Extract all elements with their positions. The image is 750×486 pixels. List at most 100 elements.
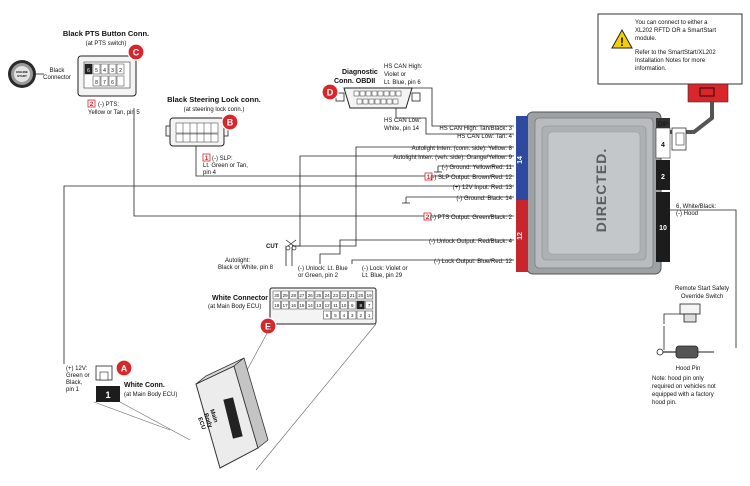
badge-d-label: D xyxy=(327,88,334,98)
white-conn-pin-label-21: 21 xyxy=(350,293,356,298)
white-conn-pin-2 xyxy=(356,310,365,320)
white-conn-pin-label-28: 28 xyxy=(291,293,297,298)
button-label-2: Connector xyxy=(43,75,71,81)
ecu-wire-1: (+) 12V: xyxy=(66,366,88,372)
white-conn-pin-label-20: 20 xyxy=(358,293,364,298)
white-conn-pin-label-30: 30 xyxy=(274,293,280,298)
obd-connector: Diagnostic Conn. OBDII D HS CAN High: Vi… xyxy=(321,64,423,132)
wire-ground-black: (-) Ground: Black: 14 xyxy=(456,196,512,202)
wire-hood-2: (-) Hood xyxy=(676,211,698,217)
white-conn-pin-23 xyxy=(331,290,340,300)
hood-note-3: equipped with a factory xyxy=(652,392,714,398)
white-conn-pin-21 xyxy=(348,290,357,300)
can-low-1: HS CAN Low: xyxy=(384,118,421,124)
badge-e xyxy=(259,317,277,335)
white-conn-pin-label-23: 23 xyxy=(333,293,339,298)
red-plug xyxy=(668,83,729,134)
port-10-label: 10 xyxy=(659,225,667,232)
autolight-1: Autolight: xyxy=(225,258,250,264)
ecu-conn-title: White Conn. xyxy=(124,382,165,389)
port-12-label: 12 xyxy=(517,232,524,240)
note-line-4: Refer to the SmartStart/XL202 xyxy=(635,50,716,56)
pts-wire-1: (-) PTS: xyxy=(98,102,119,108)
white-conn-pin-label-14: 14 xyxy=(308,303,314,308)
steering-title: Black Steering Lock conn. xyxy=(167,95,261,104)
ecu-label-1: Main xyxy=(208,409,218,424)
module-wire-labels: HS CAN High: Tan/Black: 3 HS CAN Low: Ta… xyxy=(393,126,716,265)
white-conn-pin-12 xyxy=(323,300,332,310)
can-high-2: Violet or xyxy=(384,72,406,78)
white-conn-pin-26 xyxy=(306,290,315,300)
ecu-wire-3: Black, xyxy=(66,380,83,386)
badge-c xyxy=(127,43,145,61)
white-conn-pin-label-5: 5 xyxy=(334,313,337,318)
pts-pin-3: 3 xyxy=(111,68,114,74)
slp-wire-1: (-) SLP: xyxy=(212,156,233,162)
pts-wire-num: 2 xyxy=(90,101,94,108)
white-conn-subtitle: (at Main Body ECU) xyxy=(208,304,261,310)
white-conn-pin-label-6: 6 xyxy=(326,313,329,318)
white-conn-pin-label-13: 13 xyxy=(316,303,322,308)
ecu-section: (+) 12V: Green or Black, pin 1 1 A White… xyxy=(66,357,269,469)
scissors-icon xyxy=(285,239,297,251)
white-conn-pin-6 xyxy=(323,310,332,320)
note-line-3: module. xyxy=(635,36,657,42)
white-conn-pin-3 xyxy=(348,310,357,320)
pts-conn-title: Black PTS Button Conn. xyxy=(63,29,149,38)
white-conn-pin-25 xyxy=(314,290,323,300)
white-conn-pin-label-7: 7 xyxy=(368,303,371,308)
wire-autolight-veh: Autolight Interr. (veh. side): Orange/Ye… xyxy=(393,155,513,161)
white-conn-pin-24 xyxy=(323,290,332,300)
obd-title-1: Diagnostic xyxy=(342,69,378,76)
warning-icon: ! xyxy=(611,28,633,49)
white-conn-pin-9 xyxy=(348,300,357,310)
slp-wire-3: pin 4 xyxy=(203,170,217,176)
white-conn-pin-label-15: 15 xyxy=(299,303,305,308)
white-connector: Autolight: Black or White, pin 8 (-) Unl… xyxy=(208,258,408,471)
pts-wire-2: Yellow or Tan, pin 5 xyxy=(88,110,140,116)
svg-text:ENGINE: ENGINE xyxy=(16,70,28,74)
wire-hood-1: 6, White/Black: xyxy=(676,204,716,210)
white-conn-pin-label-19: 19 xyxy=(367,293,373,298)
badge-d xyxy=(321,83,339,101)
autolight-2: Black or White, pin 8 xyxy=(218,265,274,271)
white-conn-pin-label-1: 1 xyxy=(368,313,371,318)
white-conn-pin-label-10: 10 xyxy=(341,303,347,308)
white-conn-pin-label-8: 8 xyxy=(359,303,362,308)
wire-slp-output: (-) SLP Output: Brown/Red: 12 xyxy=(430,175,512,181)
white-conn-pin-7 xyxy=(365,300,374,310)
steering-lock-connector: Black Steering Lock conn. (at steering l… xyxy=(165,95,261,176)
directed-module: DIRECTED. 14 12 DIP 4 2 10 xyxy=(516,111,687,275)
port-4-label: 4 xyxy=(661,142,665,149)
obd-title-2: Conn. OBDII xyxy=(334,78,375,85)
white-conn-pin-label-18: 18 xyxy=(274,303,280,308)
white-conn-pin-27 xyxy=(297,290,306,300)
wire-lock-output: (-) Lock Output: Blue/Red: 12 xyxy=(434,259,513,265)
white-conn-pin-8 xyxy=(356,300,365,310)
note-line-2: XL202 RFTD OR a SmartStart xyxy=(635,28,716,34)
main-body-ecu: Main Body ECU xyxy=(195,357,269,469)
override-title-1: Remote Start Safety xyxy=(675,286,729,292)
wire-ground-yellow: (-) Ground: Yellow/Red: 11 xyxy=(442,165,513,171)
white-conn-pin-18 xyxy=(272,300,281,310)
svg-text:START: START xyxy=(17,74,27,78)
wire-pts-num: 2 xyxy=(426,214,430,221)
override-section: Remote Start Safety Override Switch Hood… xyxy=(652,286,729,406)
ecu-pin-1: 1 xyxy=(105,390,110,400)
white-conn-pin-28 xyxy=(289,290,298,300)
white-conn-pin-label-24: 24 xyxy=(325,293,331,298)
wire-can-high: HS CAN High: Tan/Black: 3 xyxy=(439,126,512,132)
cut-label: CUT xyxy=(266,244,279,250)
slp-wire-2: Lt. Green or Tan, xyxy=(203,163,248,169)
hood-note-1: Note: hood pin only xyxy=(652,376,704,382)
lock-2: Lt. Blue, pin 29 xyxy=(362,273,403,279)
pts-pin-2: 2 xyxy=(119,68,122,74)
white-conn-pin-17 xyxy=(281,300,290,310)
ecu-wire-2: Green or xyxy=(66,373,90,379)
module-brand: DIRECTED. xyxy=(593,148,609,232)
badge-b xyxy=(221,113,239,131)
pts-pins: 6 5 4 3 2 8 7 6 xyxy=(84,63,125,87)
note-line-6: information. xyxy=(635,66,667,72)
